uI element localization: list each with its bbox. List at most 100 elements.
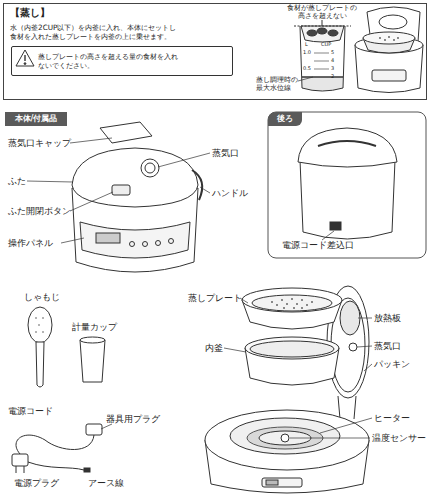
steam-hole (291, 298, 293, 300)
steam-hole (393, 39, 395, 41)
control-panel (80, 222, 190, 258)
steam-hole (296, 303, 298, 305)
leader-line (322, 231, 334, 240)
part-label: 操作パネル (8, 238, 53, 249)
steam-hole (306, 304, 308, 306)
steam-hole (388, 36, 390, 38)
drawing (12, 7, 426, 493)
steam-hole (271, 301, 273, 303)
cavity (230, 418, 340, 454)
inner-pot-rim (245, 337, 339, 359)
steam-vent (349, 343, 357, 351)
warning-icon (16, 50, 34, 66)
paddle-dot (42, 317, 44, 319)
part-label: 放熱板 (374, 313, 401, 324)
steam-hole (281, 299, 283, 301)
leader-line (224, 348, 246, 352)
steam-cap (100, 122, 152, 143)
scale-tick (314, 69, 329, 70)
part-label: 温度センサー (372, 433, 426, 444)
steam-hole (301, 299, 303, 301)
food (307, 30, 317, 36)
steam-plate-rim (242, 288, 342, 312)
callout-text: 蒸し調理時の 最大水位線 (256, 76, 300, 92)
inner-pot-inside (250, 341, 334, 357)
paddle-handle (36, 342, 44, 387)
paddle-dot (35, 317, 37, 319)
leader-line (320, 418, 372, 433)
leader-line (290, 438, 370, 439)
display (96, 233, 120, 243)
power-socket (330, 222, 341, 230)
water (302, 77, 343, 91)
hinge (338, 396, 356, 419)
part-label: 蒸気口 (212, 148, 239, 159)
scale-number: 1.0 (303, 49, 311, 55)
scale-number: 2 (331, 73, 334, 79)
leader-line (70, 192, 113, 211)
steam-plate-section (301, 26, 344, 42)
panel-frame (268, 112, 426, 258)
part-label: ふた (8, 176, 26, 187)
warning-mark (24, 63, 26, 65)
scale-number: 4 (331, 57, 334, 63)
power-cord (16, 435, 94, 454)
steam-vent (141, 159, 159, 177)
leader-line (364, 364, 372, 371)
steam-hole (311, 301, 313, 303)
appliance-plug (86, 424, 102, 435)
paddle-dot (35, 331, 37, 333)
part-label: 内釜 (205, 343, 223, 354)
warning-text: 蒸しプレートの高さを超える量の食材を入れ ないでください。 (38, 52, 228, 70)
inner-pot-section (300, 26, 345, 91)
measuring-cup (80, 340, 105, 382)
leader-line (357, 346, 372, 347)
steam-plate-rim (363, 32, 415, 44)
rice-paddle (28, 307, 52, 343)
leader-line (298, 77, 313, 81)
warning-box: 蒸しプレートの高さを超える量の食材を入れ ないでください。 (11, 46, 233, 76)
plug-prong (16, 466, 17, 473)
leader-line (322, 20, 323, 26)
scale-number: 3 (331, 65, 334, 71)
scale-unit: CUP (321, 41, 331, 47)
leader-line (358, 318, 372, 319)
cooker-back (300, 160, 395, 239)
part-label: 蒸しプレート (188, 293, 242, 304)
scale-tick (314, 61, 329, 62)
lid (298, 128, 397, 167)
power-plug (12, 454, 28, 466)
scale-unit: L (305, 41, 308, 47)
steam-hole (283, 307, 285, 309)
earth-clip (84, 468, 90, 472)
section-tab: 本体/付属品 (5, 112, 67, 126)
part-label: ハンドル (212, 188, 248, 199)
leader-line (61, 238, 84, 243)
steam-hole (286, 303, 288, 305)
paddle-dot (38, 324, 40, 326)
info-panel: 【蒸し】水（内釜2CUP以下）を内釜に入れ、本体にセットし 食材を入れた蒸しプレ… (3, 3, 427, 100)
steam-hole (384, 39, 386, 41)
leader-line (101, 424, 112, 429)
part-label: 電源コード差込口 (282, 240, 354, 251)
earth-wire (28, 462, 84, 470)
panel-button (143, 242, 148, 247)
steam-holes (271, 298, 313, 309)
display (266, 480, 278, 485)
instruction-text: 水（内釜2CUP以下）を内釜に入れ、本体にセットし 食材を入れた蒸しプレートを内… (10, 23, 242, 41)
panel-button (156, 241, 161, 246)
handle (318, 141, 376, 146)
control-panel (372, 70, 406, 81)
steam-hole (301, 307, 303, 309)
steam-hole (379, 37, 381, 39)
control-panel (262, 478, 302, 487)
plug-prong (24, 466, 25, 473)
leader-line (200, 187, 210, 193)
section-title: 本体/付属品 (5, 112, 67, 126)
part-label: 電源コード (8, 406, 53, 417)
part-label: ヒーター (374, 413, 410, 424)
food (328, 30, 338, 36)
part-label: 計量カップ (72, 322, 117, 333)
